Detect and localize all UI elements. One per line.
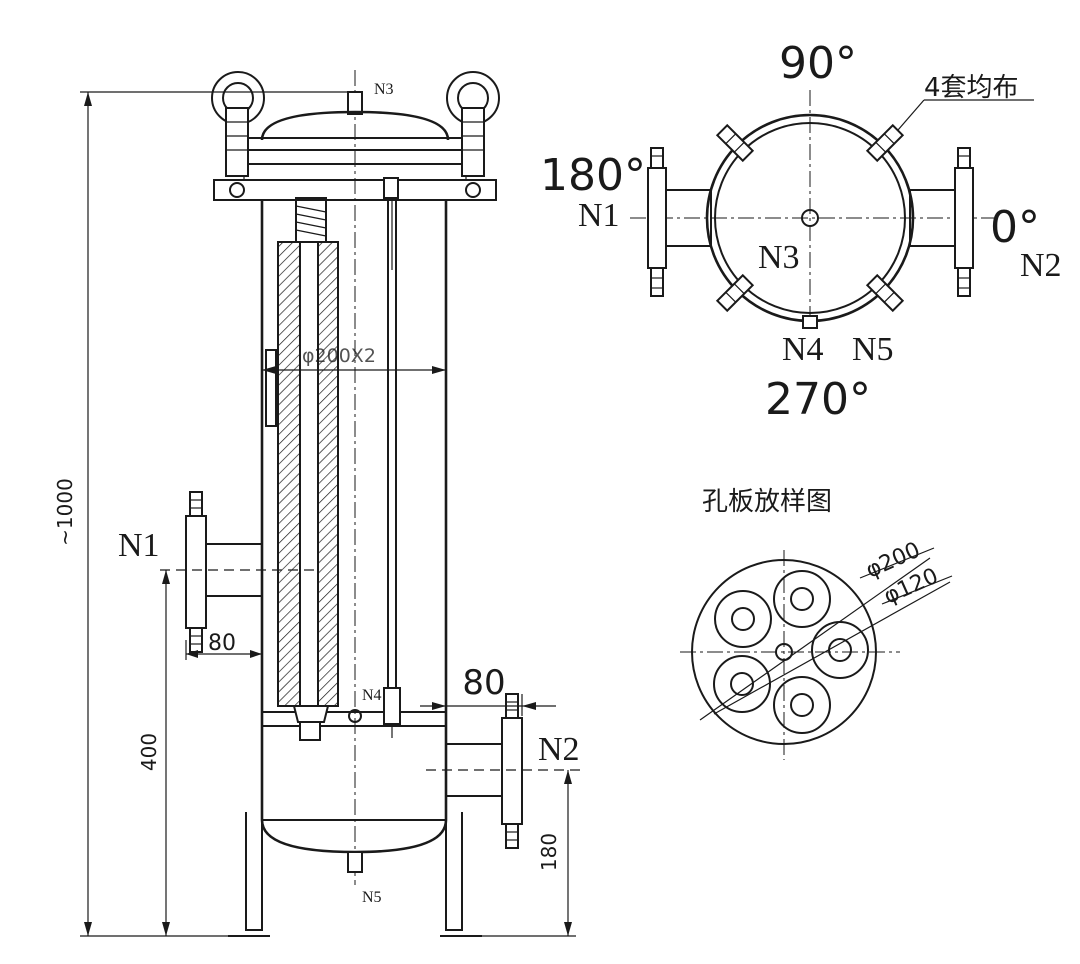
name-plate — [265, 349, 277, 427]
top-nozzle-n2 — [909, 147, 974, 297]
outlet-nozzle-n2 — [445, 693, 523, 849]
angle-180-label: 180° — [540, 150, 646, 201]
orifice-plate-title: 孔板放样图 — [702, 487, 832, 517]
shell-dim-label: φ200X2 — [302, 345, 376, 367]
top-n5-label: N5 — [852, 331, 894, 368]
inlet-nozzle-n1 — [185, 491, 263, 653]
tie-rod — [383, 177, 401, 738]
inlet-height-dimension: 400 — [137, 570, 170, 936]
inlet-offset-dimension: 80 — [185, 631, 262, 660]
shell-dimension: φ200X2 — [262, 345, 446, 374]
cartridge-spring — [295, 197, 327, 243]
bolt-lug-bl — [715, 273, 755, 313]
nozzle-n3 — [347, 91, 363, 115]
plate-outline — [691, 559, 877, 745]
swing-bolt-left — [225, 107, 249, 198]
vent-hole — [348, 709, 362, 723]
dim-outer-leader — [699, 557, 931, 721]
top-n4-label: N4 — [782, 331, 824, 368]
outlet-height-dimension: 180 — [462, 770, 576, 937]
bottom-head — [260, 819, 448, 854]
support-leg-left — [228, 812, 270, 937]
top-nozzle-circle — [801, 209, 819, 227]
front-view: ~1000 N3 — [53, 70, 580, 937]
body-flange — [213, 179, 497, 201]
outlet-offset-label: 80 — [462, 663, 505, 703]
bolt-lug-tr — [865, 123, 905, 163]
outlet-offset-dimension: 80 — [420, 663, 556, 716]
note-leader — [897, 99, 925, 131]
note-label: 4套均布 — [924, 73, 1019, 103]
height-dimension: ~1000 — [53, 91, 360, 937]
angle-270-label: 270° — [765, 374, 871, 425]
top-n2-label: N2 — [1020, 247, 1062, 284]
top-n3-label: N3 — [758, 239, 800, 276]
vessel-outline-inner — [714, 122, 906, 314]
top-n1-label: N1 — [578, 197, 620, 234]
filter-cartridge — [277, 241, 339, 741]
top-nozzle-n1 — [647, 147, 712, 297]
top-view: 90° 180° 0° 270° 4套均布 — [540, 38, 1062, 425]
dim-inner-leader — [713, 581, 951, 715]
bottom-nozzle-n4 — [802, 315, 818, 329]
bolt-lug-br — [865, 273, 905, 313]
nozzle-n4-label: N4 — [362, 687, 382, 704]
top-head — [260, 110, 450, 141]
inlet-label: N1 — [118, 527, 160, 564]
inlet-offset-label: 80 — [208, 631, 236, 656]
nozzle-n5 — [347, 851, 363, 873]
nozzle-n5-label: N5 — [362, 889, 382, 906]
orifice-plate-view: 孔板放样图 φ200 φ120 — [680, 487, 953, 760]
outlet-height-label: 180 — [537, 833, 561, 871]
support-leg-right — [440, 812, 482, 937]
swing-bolt-right — [461, 107, 485, 198]
bolt-lug-tl — [715, 123, 755, 163]
nozzle-n3-label: N3 — [374, 81, 394, 98]
inlet-height-label: 400 — [137, 733, 161, 771]
angle-90-label: 90° — [779, 38, 857, 89]
height-dim-label: ~1000 — [53, 478, 77, 546]
outlet-label: N2 — [538, 731, 580, 768]
angle-0-label: 0° — [990, 202, 1040, 253]
